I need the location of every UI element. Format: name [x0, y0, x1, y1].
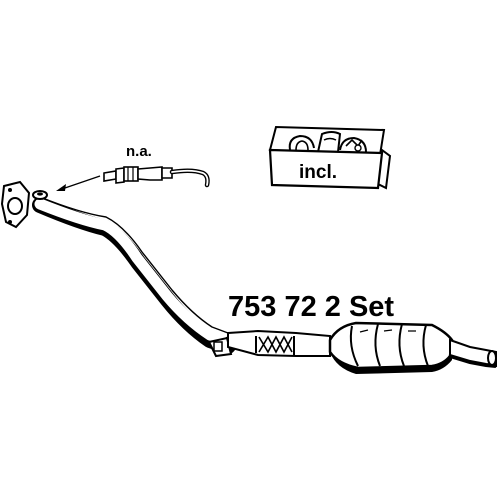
part-number-label: 753 72 2 Set	[228, 291, 394, 323]
pipe-clamp-icon	[207, 335, 241, 358]
flange-icon	[0, 180, 31, 229]
sensor-not-included-label: n.a.	[126, 143, 152, 160]
exhaust-pipe-icon	[32, 196, 236, 354]
catalytic-converter-icon	[328, 321, 454, 374]
lambda-sensor-icon	[103, 166, 210, 188]
sensor-boss-icon	[32, 190, 48, 200]
kit-included-label: incl.	[299, 162, 337, 183]
mounting-kit-box-icon	[268, 125, 392, 190]
outlet-pipe-icon	[449, 338, 497, 368]
sensor-arrow-icon	[56, 175, 101, 191]
flex-joint-icon	[227, 329, 331, 357]
